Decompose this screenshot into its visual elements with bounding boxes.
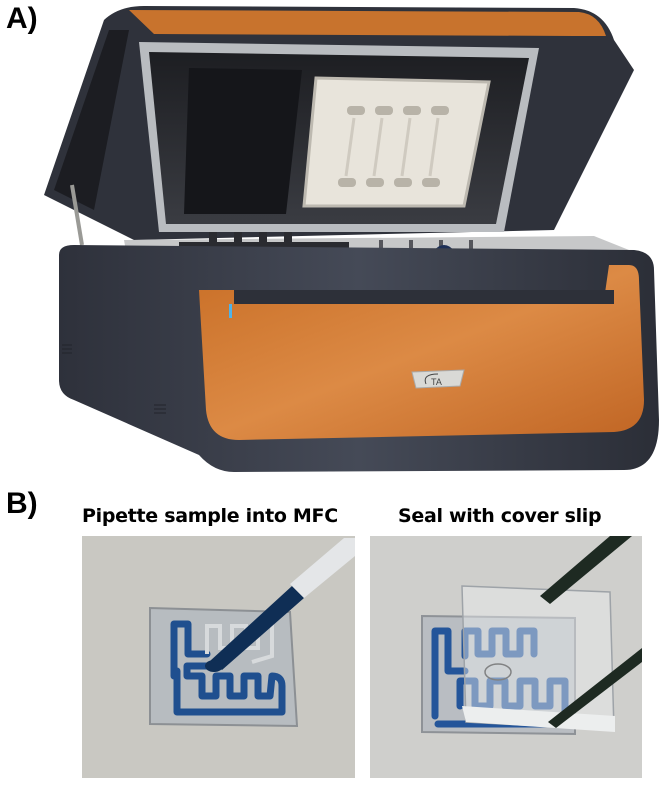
instrument-photo: TA xyxy=(34,0,672,480)
ta-logo-icon: TA xyxy=(411,369,465,389)
cover-slip-photo xyxy=(370,536,642,778)
status-light xyxy=(229,304,232,318)
left-caption: Pipette sample into MFC xyxy=(82,505,338,527)
panel-a-label: A) xyxy=(6,2,38,35)
pipette-photo xyxy=(82,536,355,778)
svg-text:TA: TA xyxy=(431,377,442,387)
right-caption: Seal with cover slip xyxy=(398,505,602,527)
panel-b-label: B) xyxy=(6,487,38,520)
